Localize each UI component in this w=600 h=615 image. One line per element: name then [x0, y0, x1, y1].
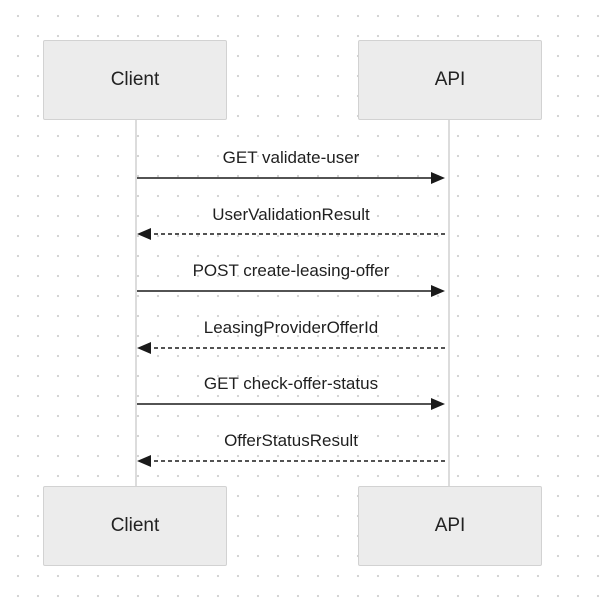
message-label-4: LeasingProviderOfferId: [203, 318, 379, 337]
message-arrowhead-3: [431, 285, 445, 297]
message-label-5: GET check-offer-status: [203, 374, 379, 393]
api-lifeline: [448, 120, 450, 488]
message-label-2: UserValidationResult: [212, 205, 370, 224]
message-arrowhead-6: [137, 455, 151, 467]
message-arrowhead-2: [137, 228, 151, 240]
message-label-6: OfferStatusResult: [224, 431, 358, 450]
api-actor-top: API: [358, 40, 542, 120]
message-arrowhead-4: [137, 342, 151, 354]
message-arrowhead-5: [431, 398, 445, 410]
client-lifeline: [135, 120, 137, 488]
client-actor-bottom: Client: [43, 486, 227, 566]
message-label-3: POST create-leasing-offer: [192, 261, 390, 280]
client-actor-top: Client: [43, 40, 227, 120]
message-arrowhead-1: [431, 172, 445, 184]
message-label-1: GET validate-user: [222, 148, 360, 167]
api-actor-bottom: API: [358, 486, 542, 566]
